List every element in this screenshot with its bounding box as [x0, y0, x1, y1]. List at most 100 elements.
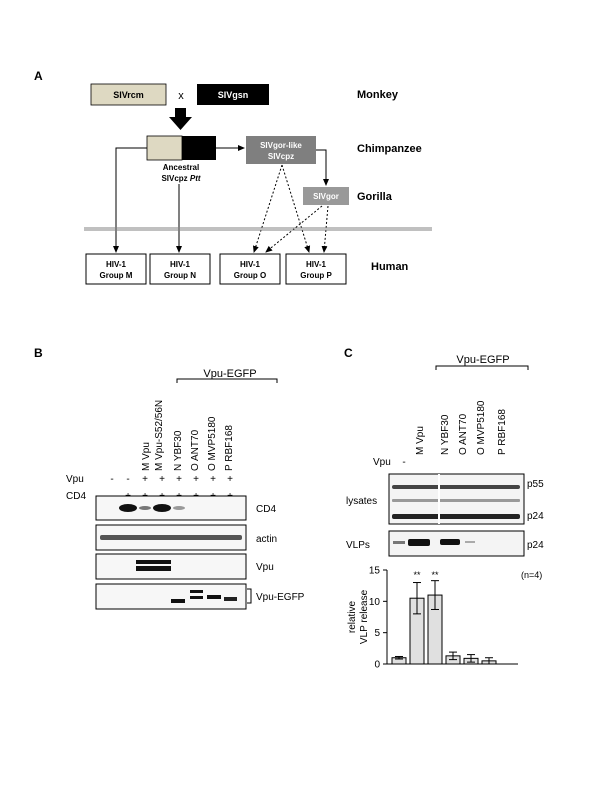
ancestral-label-line2: SIVcpz Ptt [161, 174, 200, 183]
group-p-line1: HIV-1 [306, 260, 327, 269]
group-o-line2: Group O [234, 271, 266, 280]
vpu-egfp-band-bracket [247, 588, 252, 604]
dotted-arrow-sivgor-to-group-p [321, 205, 329, 253]
panel-c-label: C [344, 346, 353, 360]
panel-a: A Monkey Chimpanzee Gorilla Human SIVrcm… [34, 69, 432, 285]
significance-mark: ** [413, 570, 421, 580]
blot-actin [95, 524, 247, 551]
species-gorilla-label: Gorilla [357, 191, 393, 203]
ancestral-label-line1: Ancestral [163, 163, 199, 172]
species-monkey-label: Monkey [357, 89, 399, 101]
lane-label-b: P RBF168 [224, 425, 235, 471]
sivgor-like-line2: SIVcpz [268, 152, 294, 161]
vpu-egfp-header-b: Vpu-EGFP [203, 368, 256, 380]
group-m-line1: HIV-1 [106, 260, 127, 269]
group-p-box: HIV-1 Group P [285, 253, 347, 285]
group-p-line2: Group P [300, 271, 332, 280]
vpu-sign-b: - [110, 474, 113, 485]
blot-label-p24-lysate: p24 [527, 511, 544, 522]
vpu-sign-b: - [126, 474, 129, 485]
ancestral-box-right [182, 136, 216, 160]
y-tick-label: 10 [369, 597, 381, 608]
group-o-line1: HIV-1 [240, 260, 261, 269]
lane-labels-c: M Vpu N YBF30 O ANT70 O MVP5180 P RBF168 [415, 400, 508, 455]
y-axis-label-line2: VLP release [359, 589, 370, 644]
lane-label-c: N YBF30 [440, 414, 451, 455]
vpu-sign-b: + [176, 474, 182, 485]
cross-symbol: x [178, 90, 184, 102]
sivgsn-box [197, 84, 269, 105]
arrow-sivgor-like-to-sivgor [316, 149, 329, 186]
blot-label-actin: actin [256, 534, 277, 545]
arrow-to-group-m [113, 147, 147, 253]
lysates-label: lysates [346, 496, 377, 507]
sivrcm-label: SIVrcm [113, 90, 144, 100]
vpu-sign-b: + [193, 474, 199, 485]
blot-vlps [388, 530, 525, 557]
lane-label-b: O MVP5180 [207, 416, 218, 471]
vlp-release-chart: relative VLP release (n=4) 0 5 10 15 ** ** [347, 566, 542, 671]
vpu-sign-c: - [402, 457, 405, 468]
vpu-row-label-b: Vpu [66, 474, 84, 485]
blot-label-cd4: CD4 [256, 504, 276, 515]
blot-label-p24-vlp: p24 [527, 540, 544, 551]
vpu-row-label-c: Vpu [373, 457, 391, 468]
sivgor-box [303, 187, 349, 205]
panel-b-label: B [34, 346, 43, 360]
y-tick-label: 5 [374, 628, 380, 639]
panel-a-label: A [34, 69, 43, 83]
vpu-sign-b: + [227, 474, 233, 485]
blot-cd4 [95, 495, 247, 521]
lane-label-c: M Vpu [415, 426, 426, 455]
sivgor-like-line1: SIVgor-like [260, 141, 302, 150]
group-m-line2: Group M [100, 271, 133, 280]
group-o-box: HIV-1 Group O [219, 253, 281, 285]
dotted-arrow-sivgor-like-to-group-o [252, 164, 283, 253]
group-n-box: HIV-1 Group N [149, 253, 211, 285]
vpu-egfp-header-c: Vpu-EGFP [456, 354, 509, 366]
cd4-row-label-b: CD4 [66, 491, 86, 502]
lane-label-b: M Vpu-S52/56N [154, 400, 165, 471]
panel-b: B Vpu-EGFP M Vpu M Vpu-S52/56N N YBF30 O… [34, 346, 305, 610]
lane-label-b: O ANT70 [190, 429, 201, 471]
lane-labels-b: M Vpu M Vpu-S52/56N N YBF30 O ANT70 O MV… [141, 400, 235, 471]
lane-label-b: N YBF30 [173, 430, 184, 471]
dotted-arrow-sivgor-like-to-group-p [281, 164, 311, 253]
dotted-arrow-sivgor-to-group-o [265, 205, 323, 253]
blot-label-vpu: Vpu [256, 562, 274, 573]
species-human-label: Human [371, 261, 409, 273]
panel-c: C Vpu-EGFP M Vpu N YBF30 O ANT70 O MVP51… [344, 346, 544, 671]
sivrcm-box [90, 83, 167, 106]
vpu-sign-b: + [142, 474, 148, 485]
y-tick-label: 15 [369, 566, 381, 577]
blot-label-vpu-egfp: Vpu-EGFP [256, 592, 305, 603]
group-m-box: HIV-1 Group M [85, 253, 147, 285]
lane-label-c: O ANT70 [458, 413, 469, 455]
y-tick-label: 0 [374, 660, 380, 671]
lane-label-b: M Vpu [141, 442, 152, 471]
group-n-line1: HIV-1 [170, 260, 191, 269]
blot-lysates [388, 473, 525, 525]
significance-mark: ** [431, 570, 439, 580]
blot-label-p55: p55 [527, 479, 544, 490]
vlps-label: VLPs [346, 540, 370, 551]
vpu-sign-b: + [210, 474, 216, 485]
blot-vpu-egfp [95, 583, 247, 610]
y-axis-label-line1: relative [347, 600, 358, 633]
sivgor-like-box [246, 136, 316, 164]
vpu-egfp-bracket-c [435, 365, 529, 370]
sivgsn-label: SIVgsn [218, 90, 249, 100]
species-chimpanzee-label: Chimpanzee [357, 143, 422, 155]
vpu-egfp-bracket-b [176, 378, 278, 383]
vpu-sign-b: + [159, 474, 165, 485]
lane-label-c: O MVP5180 [476, 400, 487, 455]
vpu-signs-b: - - + + + + + + [110, 474, 233, 485]
n-label: (n=4) [521, 570, 542, 580]
blot-vpu [95, 553, 247, 580]
recombination-arrow [169, 108, 192, 130]
group-n-line2: Group N [164, 271, 196, 280]
sivgor-label: SIVgor [313, 192, 339, 201]
ancestral-box-left [146, 135, 183, 161]
